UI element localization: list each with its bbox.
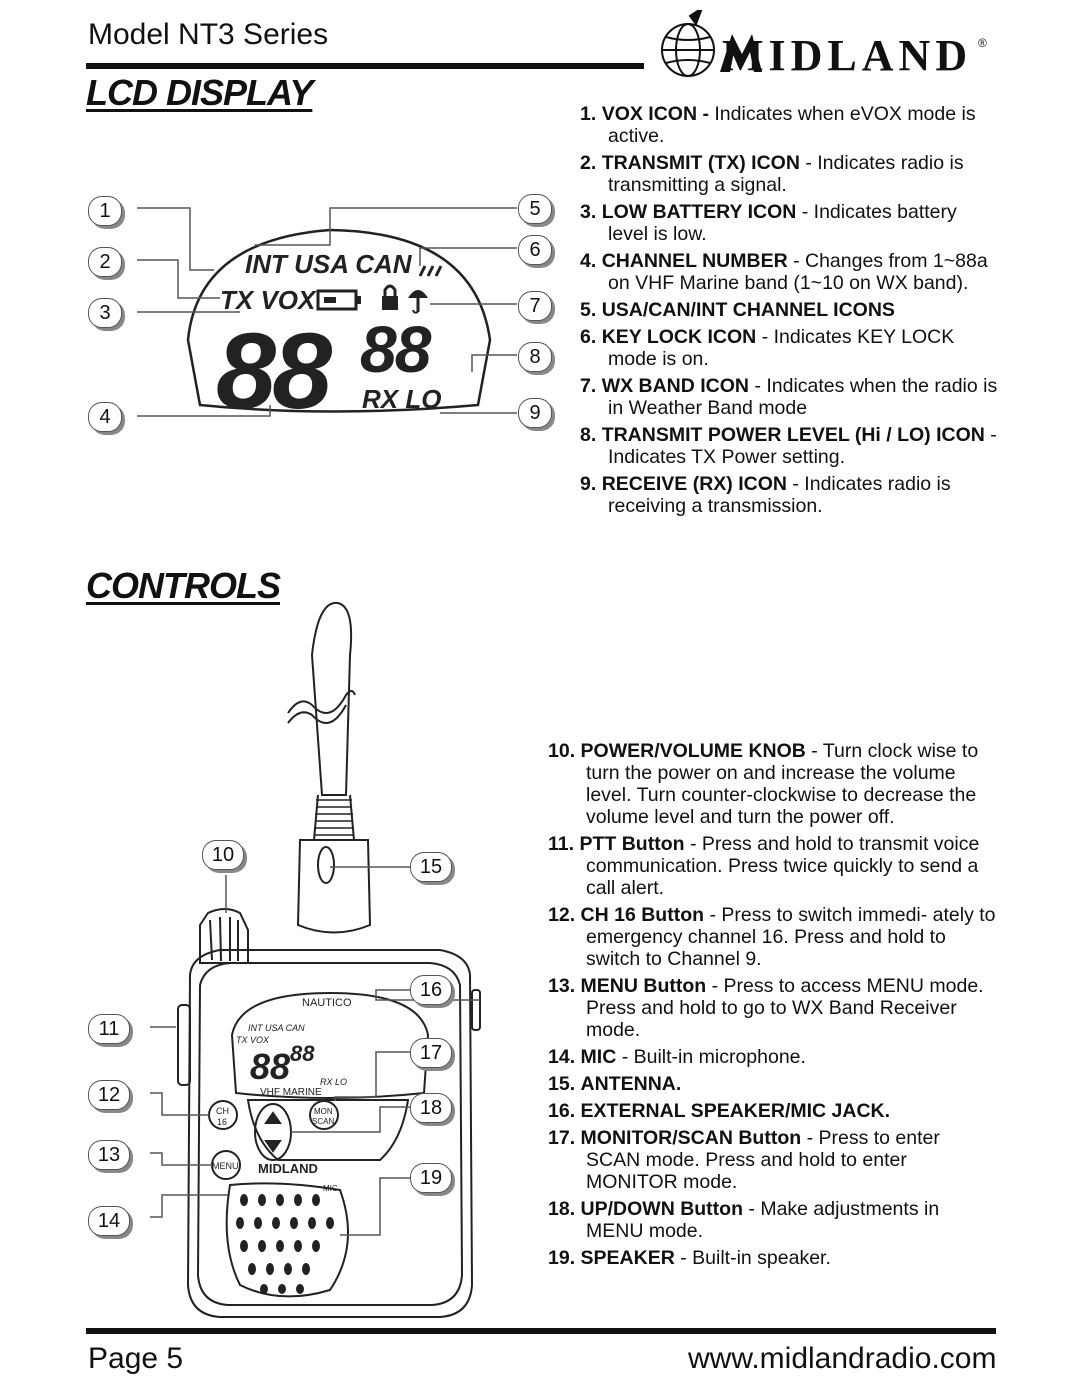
page-number: Page 5 xyxy=(88,1342,184,1375)
list-item: 10. POWER/VOLUME KNOB - Turn clock wise … xyxy=(548,740,979,828)
controls-leader-lines xyxy=(150,866,480,1236)
signal-wave-icon xyxy=(418,265,443,277)
lcd-label-rx-lo: RX LO xyxy=(362,384,441,414)
weather-umbrella-icon xyxy=(408,290,428,314)
list-item: 9. RECEIVE (RX) ICON - Indicates radio i… xyxy=(580,473,951,517)
svg-text:CH: CH xyxy=(216,1106,229,1116)
globe-icon xyxy=(661,10,715,77)
svg-text:MON: MON xyxy=(314,1107,333,1116)
callout-6: 6 xyxy=(518,235,552,265)
callout-2: 2 xyxy=(88,247,122,277)
list-item: 2. TRANSMIT (TX) ICON - Indicates radio … xyxy=(580,152,964,196)
radio-band-label: VHF MARINE xyxy=(260,1087,322,1098)
radio-lcd-digits-small: 88 xyxy=(290,1041,315,1066)
list-item: 13. MENU Button - Press to access MENU m… xyxy=(548,975,984,1041)
callout-4: 4 xyxy=(88,402,122,432)
registered-mark: ® xyxy=(978,36,987,50)
speaker-grille xyxy=(225,1182,349,1298)
list-item: 1. VOX ICON - Indicates when eVOX mode i… xyxy=(580,103,976,147)
callout-18: 18 xyxy=(410,1093,452,1123)
list-item: 8. TRANSMIT POWER LEVEL (Hi / LO) ICON -… xyxy=(580,424,997,468)
list-item: 16. EXTERNAL SPEAKER/MIC JACK. xyxy=(548,1100,891,1122)
list-item: 18. UP/DOWN Button - Make adjustments in… xyxy=(548,1198,940,1242)
antenna xyxy=(310,601,353,796)
radio-logo: MIDLAND xyxy=(258,1161,318,1176)
callout-17: 17 xyxy=(410,1038,452,1068)
lcd-legend-list: 1. VOX ICON - Indicates when eVOX mode i… xyxy=(580,103,1000,522)
radio-lcd-rx-lo: RX LO xyxy=(320,1077,347,1087)
list-item: 12. CH 16 Button - Press to switch immed… xyxy=(548,904,996,970)
callout-5: 5 xyxy=(518,194,552,224)
callout-11: 11 xyxy=(88,1014,130,1044)
channel-digits-large: 88 xyxy=(216,310,332,431)
footer-rule xyxy=(86,1328,996,1334)
callout-19: 19 xyxy=(410,1163,452,1193)
up-down-button xyxy=(254,1103,292,1161)
power-digits-small: 88 xyxy=(360,312,432,386)
list-item: 15. ANTENNA. xyxy=(548,1073,682,1095)
list-item: 14. MIC - Built-in microphone. xyxy=(548,1046,806,1068)
list-item: 4. CHANNEL NUMBER - Changes from 1~88a o… xyxy=(580,250,988,294)
list-item: 5. USA/CAN/INT CHANNEL ICONS xyxy=(580,299,895,321)
brand-wordmark: MIDLAND xyxy=(722,31,973,80)
midland-logo xyxy=(661,10,762,77)
radio-lcd-int-usa-can: INT USA CAN xyxy=(248,1023,305,1033)
controls-heading: CONTROLS xyxy=(86,565,281,606)
list-item: 19. SPEAKER - Built-in speaker. xyxy=(548,1247,831,1269)
callout-14: 14 xyxy=(88,1206,130,1236)
menu-button: MENU xyxy=(211,1150,241,1180)
website-url[interactable]: www.midlandradio.com xyxy=(688,1342,997,1375)
callout-7: 7 xyxy=(518,291,552,321)
callout-10: 10 xyxy=(202,840,244,870)
callout-16: 16 xyxy=(410,975,452,1005)
lcd-diagram: INT USA CAN TX VOX 88 88 RX LO xyxy=(137,207,517,431)
lcd-display-heading: LCD DISPLAY xyxy=(86,72,313,113)
mon-scan-button: MON SCAN xyxy=(309,1100,339,1130)
radio-lcd-digits: 88 xyxy=(250,1046,290,1087)
volume-knob xyxy=(199,908,249,964)
list-item: 11. PTT Button - Press and hold to trans… xyxy=(548,833,980,899)
list-item: 3. LOW BATTERY ICON - Indicates battery … xyxy=(580,201,957,245)
callout-13: 13 xyxy=(88,1140,130,1170)
controls-legend-list: 10. POWER/VOLUME KNOB - Turn clock wise … xyxy=(548,740,998,1274)
radio-diagram: NAUTICO 88 88 INT USA CAN TX VOX RX LO V… xyxy=(150,601,481,1318)
battery-icon xyxy=(316,289,361,311)
lock-icon xyxy=(382,284,398,310)
ch16-button: CH 16 xyxy=(208,1100,238,1130)
callout-8: 8 xyxy=(518,342,552,372)
radio-lcd-tx-vox: TX VOX xyxy=(236,1035,270,1045)
model-series-title: Model NT3 Series xyxy=(88,18,329,51)
lcd-label-int-usa-can: INT USA CAN xyxy=(245,249,413,279)
callout-3: 3 xyxy=(88,298,122,328)
lcd-outline xyxy=(186,228,492,413)
callout-15: 15 xyxy=(410,852,452,882)
list-item: 7. WX BAND ICON - Indicates when the rad… xyxy=(580,375,998,419)
svg-text:SCAN: SCAN xyxy=(312,1117,334,1126)
radio-brand-nautico: NAUTICO xyxy=(302,997,352,1009)
svg-text:MENU: MENU xyxy=(212,1161,239,1171)
list-item: 6. KEY LOCK ICON - Indicates KEY LOCK mo… xyxy=(580,326,955,370)
svg-text:16: 16 xyxy=(217,1117,227,1127)
lcd-label-tx-vox: TX VOX xyxy=(220,285,317,315)
list-item: 17. MONITOR/SCAN Button - Press to enter… xyxy=(548,1127,940,1193)
callout-1: 1 xyxy=(88,196,122,226)
lcd-leader-lines xyxy=(137,207,517,417)
callout-12: 12 xyxy=(88,1080,130,1110)
radio-body xyxy=(186,949,474,1318)
header-rule xyxy=(86,63,644,69)
callout-9: 9 xyxy=(518,398,552,428)
